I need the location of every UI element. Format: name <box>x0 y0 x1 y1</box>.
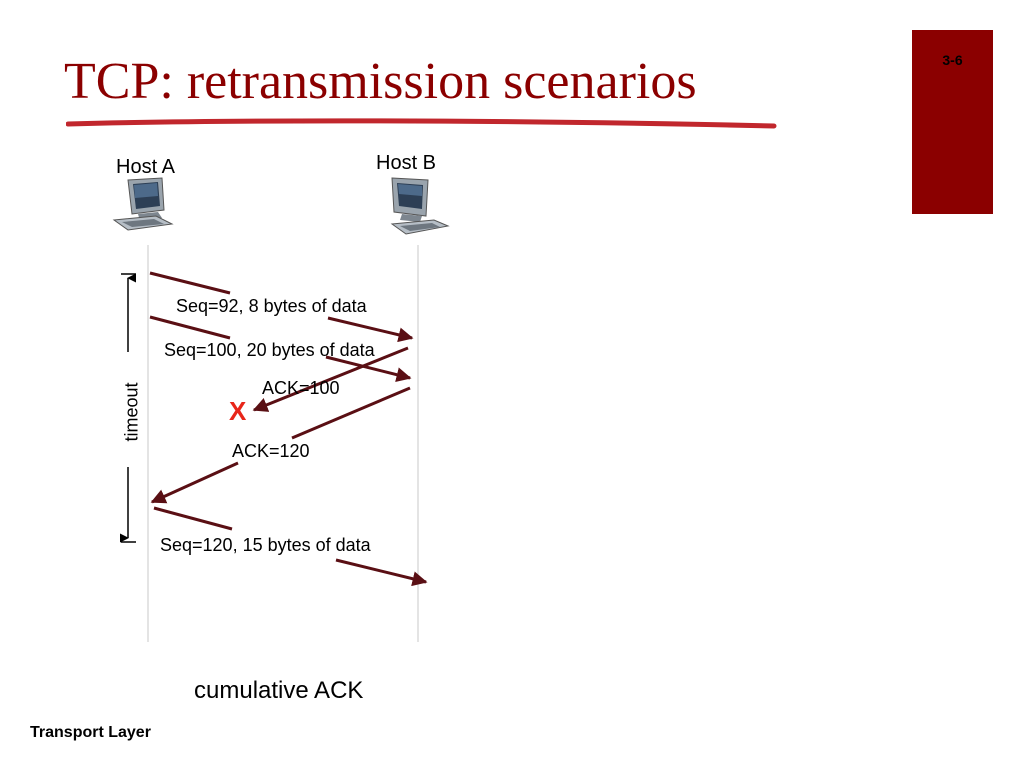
page-number: 3-6 <box>942 52 963 68</box>
seq100-arrow-end <box>325 355 412 383</box>
ack100-arrow-lost <box>252 346 409 412</box>
ack120-label: ACK=120 <box>232 441 310 461</box>
seq120-arrow-end <box>335 558 428 587</box>
host-a-label: Host A <box>116 156 175 178</box>
slide-title: TCP: retransmission scenarios <box>64 53 697 110</box>
seq120-label: Seq=120, 15 bytes of data <box>160 535 371 555</box>
host-b-label: Host B <box>376 152 437 174</box>
ack120-arrow-end <box>150 461 239 504</box>
lost-packet-x-icon: X <box>229 396 247 426</box>
seq100-label: Seq=100, 20 bytes of data <box>164 340 375 360</box>
diagram-caption: cumulative ACK <box>194 677 364 704</box>
seq120-arrow-start <box>153 506 233 531</box>
page-number-box <box>912 30 993 214</box>
timeout-label: timeout <box>121 382 142 442</box>
footer-text: Transport Layer <box>30 724 151 741</box>
seq92-arrow-start <box>149 271 231 295</box>
title-underline <box>66 118 777 129</box>
seq92-label: Seq=92, 8 bytes of data <box>176 296 367 316</box>
ack100-label: ACK=100 <box>262 378 340 398</box>
host-b-computer-icon <box>390 177 450 235</box>
seq92-arrow-end <box>327 316 414 343</box>
host-a-computer-icon <box>112 177 174 231</box>
seq100-arrow-start <box>149 315 231 340</box>
ack120-arrow-start <box>291 386 411 440</box>
